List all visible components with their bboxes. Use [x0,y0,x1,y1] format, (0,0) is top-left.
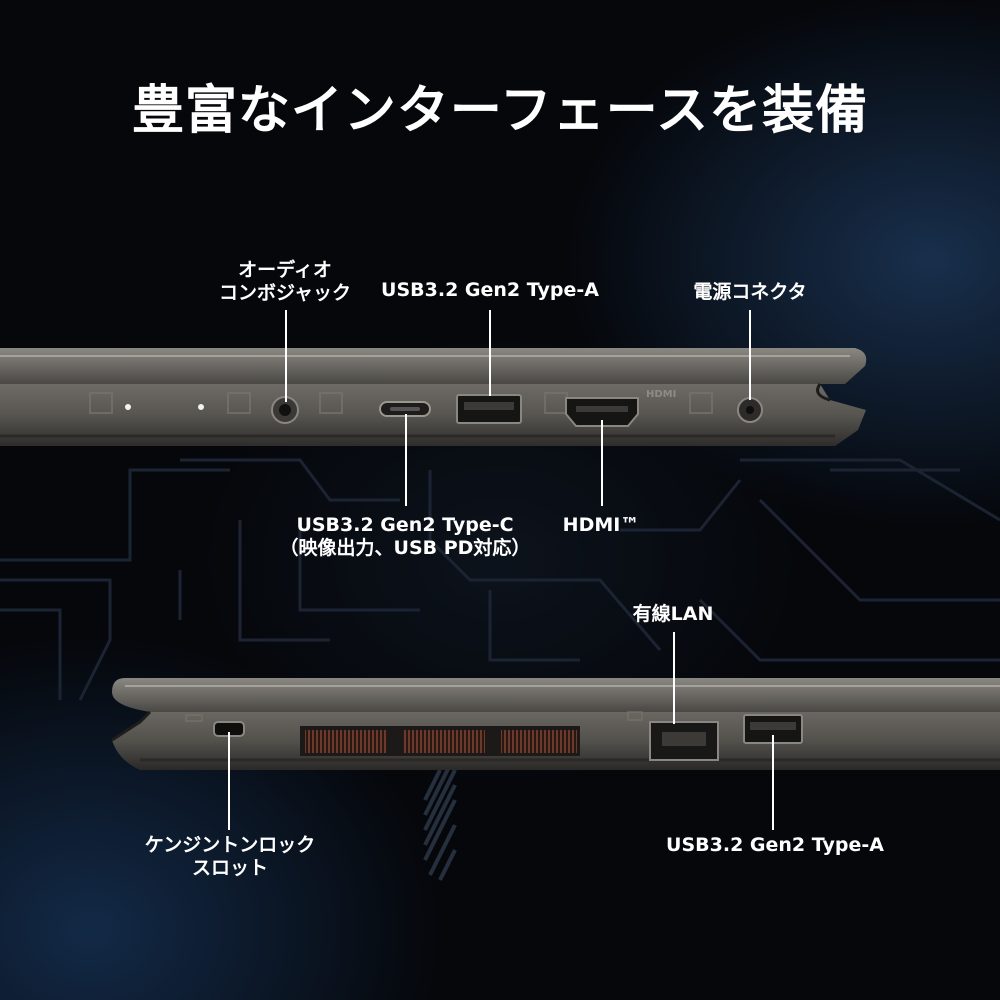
leader-line-kensington [228,732,230,830]
label-usb-c-line1: USB3.2 Gen2 Type-C [296,514,514,536]
label-kensington-lock: ケンジントンロック スロット [130,834,330,880]
label-audio-line1: オーディオ [238,259,332,281]
status-led [198,404,204,410]
hdmi-port [565,397,639,427]
label-kensington-line2: スロット [191,857,268,879]
usb-a-port [456,394,522,424]
label-usb-c-line2: （映像出力、USB PD対応） [279,537,531,559]
label-audio-line2: コンボジャック [218,282,352,304]
leader-line-power [749,310,751,400]
label-usb-c: USB3.2 Gen2 Type-C （映像出力、USB PD対応） [255,514,555,560]
page-title: 豊富なインターフェースを装備 [131,81,869,141]
hatch-pattern [423,764,457,881]
label-hdmi: HDMI™ [562,514,640,536]
hdmi-engraving: HDMI [646,389,676,400]
leader-line-hdmi [601,420,603,506]
leader-line-usb-a-top [489,310,491,396]
label-usb-a-top: USB3.2 Gen2 Type-A [381,279,599,301]
label-usb-a-bottom: USB3.2 Gen2 Type-A [666,834,884,856]
leader-line-usb-c [405,414,407,506]
status-led [125,404,131,410]
label-lan: 有線LAN [632,603,714,625]
laptop-lid [112,678,1000,712]
laptop-base [0,384,866,446]
ethernet-port [649,721,719,761]
leader-line-audio [285,310,287,402]
label-kensington-line1: ケンジントンロック [144,834,316,856]
air-vent [300,726,580,756]
leader-line-usb-a-bottom [772,735,774,830]
label-audio-combo-jack: オーディオ コンボジャック [190,259,380,305]
leader-line-lan [673,632,675,724]
label-power-connector: 電源コネクタ [693,281,807,303]
